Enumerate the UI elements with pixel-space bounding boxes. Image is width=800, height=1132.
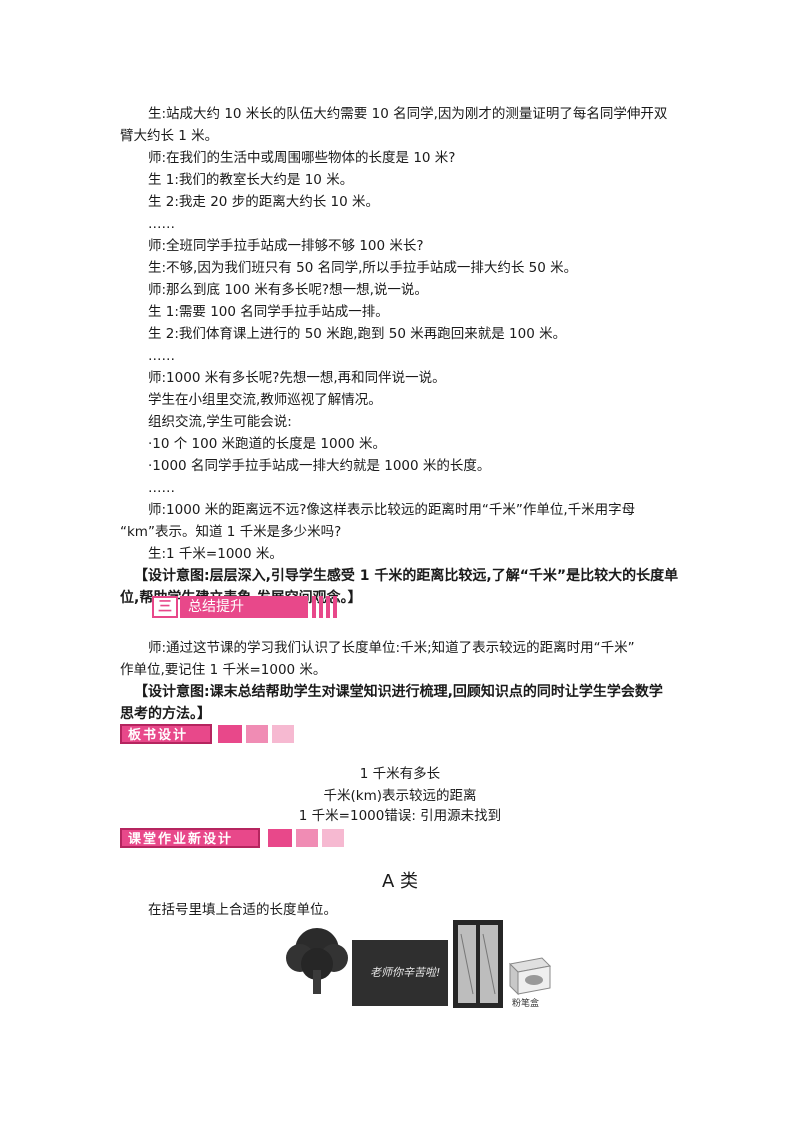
dialogue-line: “km”表示。知道 1 千米是多少米吗? bbox=[120, 524, 342, 540]
dialogue-line: 生:不够,因为我们班只有 50 名同学,所以手拉手站成一排大约长 50 米。 bbox=[148, 260, 578, 276]
blackboard: 老师你辛苦啦! bbox=[352, 940, 448, 1006]
dialogue-line: 生 2:我们体育课上进行的 50 米跑,跑到 50 米再跑回来就是 100 米。 bbox=[148, 326, 567, 342]
dialogue-line: 师:在我们的生活中或周围哪些物体的长度是 10 米? bbox=[148, 150, 456, 166]
decor-stripe bbox=[319, 596, 323, 618]
summary-line: 作单位,要记住 1 千米=1000 米。 bbox=[120, 662, 327, 678]
decor-square bbox=[296, 829, 318, 847]
dialogue-line: 师:1000 米的距离远不远?像这样表示比较远的距离时用“千米”作单位,千米用字… bbox=[148, 502, 636, 518]
section-number: 三 bbox=[152, 596, 178, 618]
board-design-tag: 板书设计 bbox=[120, 724, 212, 744]
section-header: 三 总结提升 bbox=[152, 596, 338, 618]
board-title: 1 千米有多长 bbox=[359, 766, 441, 782]
board-line: 千米(km)表示较远的距离 bbox=[323, 788, 477, 804]
dialogue-line: 生:站成大约 10 米长的队伍大约需要 10 名同学,因为刚才的测量证明了每名同… bbox=[148, 106, 668, 122]
dialogue-line: 生 1:我们的教室长大约是 10 米。 bbox=[148, 172, 354, 188]
dialogue-line: 学生在小组里交流,教师巡视了解情况。 bbox=[148, 392, 382, 408]
decor-square bbox=[272, 725, 294, 743]
homework-tag: 课堂作业新设计 bbox=[120, 828, 260, 848]
section-a-title: A 类 bbox=[381, 871, 419, 892]
section-title: 总结提升 bbox=[180, 596, 308, 618]
summary-line: 师:通过这节课的学习我们认识了长度单位:千米;知道了表示较远的距离时用“千米” bbox=[148, 640, 635, 656]
board-line: 1 千米=1000错误: 引用源未找到 bbox=[298, 808, 502, 824]
dialogue-line: 臂大约长 1 米。 bbox=[120, 128, 219, 144]
door-icon bbox=[453, 920, 503, 1008]
blackboard-text: 老师你辛苦啦! bbox=[370, 966, 441, 979]
decor-square bbox=[268, 829, 292, 847]
decor-stripe bbox=[312, 596, 316, 618]
decor-stripe bbox=[333, 596, 337, 618]
tree-icon bbox=[286, 928, 348, 994]
ellipsis: …… bbox=[148, 348, 175, 364]
instruction: 在括号里填上合适的长度单位。 bbox=[148, 902, 337, 918]
dialogue-line: 师:那么到底 100 米有多长呢?想一想,说一说。 bbox=[148, 282, 428, 298]
chalk-box-label: 粉笔盒 bbox=[512, 999, 540, 1009]
decor-square bbox=[322, 829, 344, 847]
ellipsis: …… bbox=[148, 480, 175, 496]
decor-square bbox=[218, 725, 242, 743]
dialogue-line: 组织交流,学生可能会说: bbox=[148, 414, 292, 430]
decor-square bbox=[246, 725, 268, 743]
ellipsis: …… bbox=[148, 216, 175, 232]
chalk-box-icon bbox=[508, 957, 552, 996]
design-intent: 思考的方法。】 bbox=[120, 706, 211, 722]
dialogue-line: 师:全班同学手拉手站成一排够不够 100 米长? bbox=[148, 238, 424, 254]
dialogue-line: 生:1 千米=1000 米。 bbox=[148, 546, 283, 562]
bullet-line: ·1000 名同学手拉手站成一排大约就是 1000 米的长度。 bbox=[148, 458, 491, 474]
dialogue-line: 师:1000 米有多长呢?先想一想,再和同伴说一说。 bbox=[148, 370, 446, 386]
design-intent: 【设计意图:课末总结帮助学生对课堂知识进行梳理,回顾知识点的同时让学生学会数学 bbox=[134, 684, 663, 700]
design-intent: 【设计意图:层层深入,引导学生感受 1 千米的距离比较远,了解“千米”是比较大的… bbox=[134, 568, 679, 584]
decor-stripe bbox=[326, 596, 330, 618]
dialogue-line: 生 2:我走 20 步的距离大约长 10 米。 bbox=[148, 194, 379, 210]
dialogue-line: 生 1:需要 100 名同学手拉手站成一排。 bbox=[148, 304, 389, 320]
bullet-line: ·10 个 100 米跑道的长度是 1000 米。 bbox=[148, 436, 387, 452]
